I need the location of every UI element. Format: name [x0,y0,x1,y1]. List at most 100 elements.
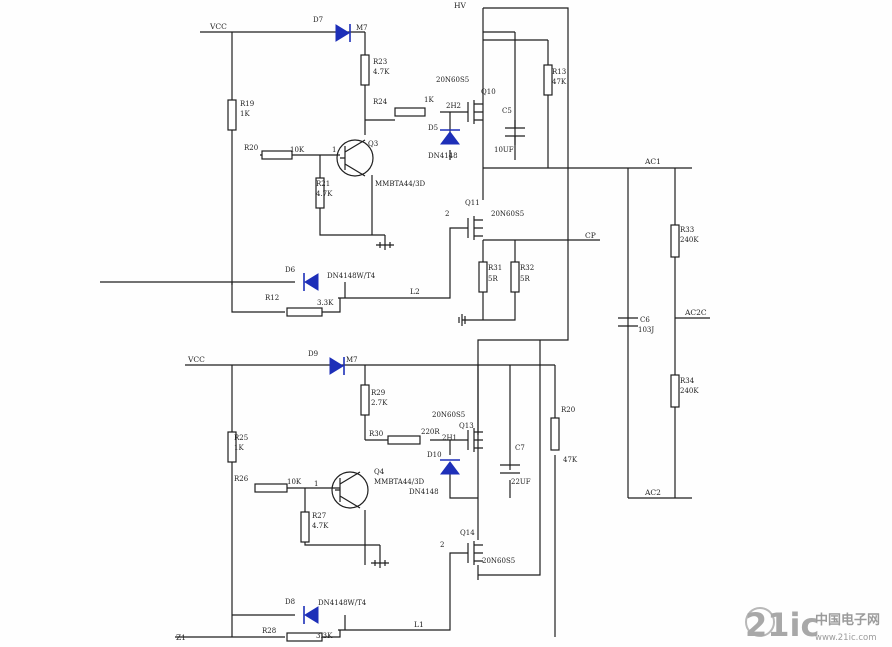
resistors [227,54,680,642]
label-r12: R12 [265,294,279,302]
resistor-r31 [478,261,488,293]
label-q11-type: 20N60S5 [491,210,524,218]
net-vcc-top: VCC [209,22,227,31]
label-r26-val: 10K [287,478,302,486]
label-q11: Q11 [465,199,480,207]
label-d10-val: DN4148 [409,488,439,496]
label-r29-val: 2.7K [371,399,388,407]
resistor-r27 [300,511,310,543]
label-q13-type: 20N60S5 [432,411,465,419]
label-c5: C5 [502,107,512,115]
resistor-r12 [286,307,323,317]
label-r24: R24 [373,98,388,106]
label-r28: R28 [262,627,276,635]
capacitor-c5 [505,120,525,145]
net-ac2c: AC2C [684,308,707,317]
label-q3: Q3 [368,140,378,148]
net-vcc-bottom: VCC [187,355,205,364]
label-r23-val: 4.7K [373,68,390,76]
label-r20-val: 10K [290,146,305,154]
label-d9: D9 [308,350,318,358]
wires [100,7,710,638]
component-labels: VCC HV D7 M7 R23 4.7K R13 47K 20N60S5 Q1… [176,1,707,642]
diode-d6 [303,273,319,291]
label-r26: R26 [234,475,249,483]
net-ac1: AC1 [644,157,661,166]
label-r33-val: 240K [680,236,699,244]
label-d7: D7 [313,16,323,24]
label-c7-val: 22UF [511,478,531,486]
diode-d5 [440,129,460,145]
label-d6: D6 [285,266,296,274]
label-r13-val: 47K [552,78,567,86]
label-r28-val: 3.3K [316,632,333,640]
label-q13: Q13 [459,422,474,430]
mosfet-q10 [467,100,483,124]
label-r13: R13 [552,68,566,76]
resistor-r32 [510,261,520,293]
label-q10-type: 20N60S5 [436,76,469,84]
diode-d7 [335,24,351,42]
mosfet-q13 [467,428,483,452]
label-d9-val: M7 [346,356,358,364]
label-q3-type: MMBTA44/3D [375,180,426,188]
label-r25-val: 1K [234,444,244,452]
diode-d9 [329,357,345,375]
bjt-q3 [336,139,374,177]
net-cp: CP [585,231,596,240]
diode-d8 [303,606,319,624]
resistor-r28 [286,632,323,642]
transistors [331,100,483,565]
resistor-r19 [227,99,237,131]
grounds [371,242,470,568]
label-r12-val: 3.3K [317,299,334,307]
label-q14-type: 20N60S5 [482,557,515,565]
ground-symbol-1 [376,242,394,250]
label-r32: R32 [520,264,534,272]
resistor-r26 [254,483,288,493]
label-q14-pin: 2 [440,541,444,549]
label-q10: Q10 [481,88,496,96]
label-r19-val: 1K [240,110,250,118]
bjt-q4 [331,471,369,509]
resistor-r20b [550,417,560,451]
capacitors [500,120,638,474]
resistor-r33 [670,224,680,258]
label-q10-pin: 2H2 [446,102,461,110]
label-d5: D5 [428,124,438,132]
diodes [303,24,460,624]
label-c7: C7 [515,444,525,452]
label-r30-val: 220R [421,428,440,436]
diode-d10 [440,459,460,475]
label-r25: R25 [234,434,248,442]
label-r30: R30 [369,430,383,438]
label-r20b-val: 47K [563,456,578,464]
label-pin-2h1: 2H1 [442,434,457,442]
resistor-r21 [315,177,325,209]
watermark-brand: 21ic [745,606,819,644]
net-l2: L2 [410,287,420,296]
watermark-site: 中国电子网 [815,612,880,628]
label-d8: D8 [285,598,295,606]
label-q11-pin: 2 [445,210,449,218]
label-q4: Q4 [374,468,385,476]
mosfet-q14 [467,541,483,565]
capacitor-c7 [500,464,520,474]
label-d10: D10 [427,451,442,459]
watermark-logo-icon [745,607,775,637]
label-r31: R31 [488,264,502,272]
label-c6: C6 [640,316,650,324]
resistor-r29 [360,384,370,416]
net-hv: HV [454,1,467,10]
label-pin1-top: 1 [332,146,336,154]
resistor-r34 [670,374,680,408]
label-r21-val: 4.7K [316,190,333,198]
label-d8-val: DN4148W/T4 [318,599,367,607]
resistor-r24 [394,107,426,117]
label-r21: R21 [316,180,330,188]
net-z1: Z1 [176,633,186,642]
label-c6-val: 103J [638,326,654,334]
label-r34-val: 240K [680,387,699,395]
